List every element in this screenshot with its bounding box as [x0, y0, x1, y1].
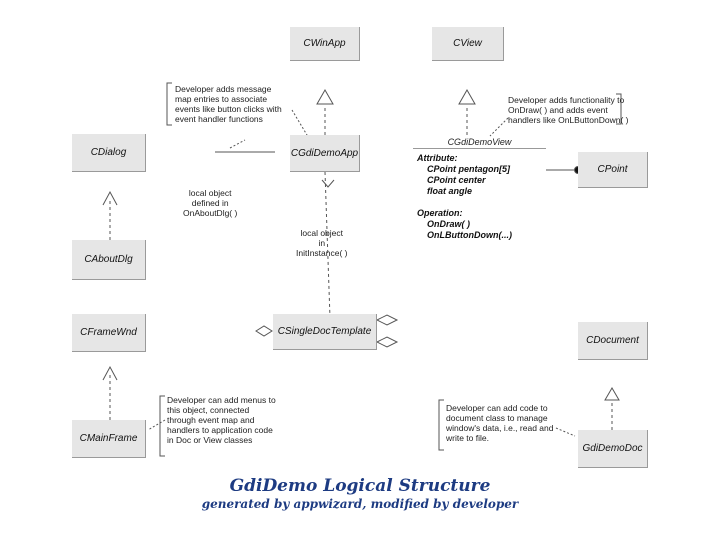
dialog-app-line-2: [229, 139, 246, 149]
note-local-about: local object defined in OnAboutDlg( ): [183, 188, 238, 218]
attribute-item: float angle: [427, 186, 473, 196]
view-class-body: Attribute: CPoint pentagon[5] CPoint cen…: [417, 153, 512, 241]
inherit-arrow-about: [102, 190, 118, 206]
class-caboutdlg: CAboutDlg: [72, 240, 146, 280]
note-message-map: Developer adds message map entries to as…: [175, 84, 282, 124]
note-link-doc: [555, 427, 576, 437]
class-cgdidemoapp: CGdiDemoApp: [290, 135, 360, 172]
note-link-menus: [147, 419, 166, 431]
attribute-item: CPoint center: [427, 175, 486, 185]
attribute-header: Attribute:: [417, 153, 458, 163]
note-bracket-view: [616, 93, 622, 125]
operation-header: Operation:: [417, 208, 463, 218]
operation-item: OnDraw( ): [427, 219, 471, 229]
inherit-arrow-view: [458, 88, 476, 105]
inherit-arrow-app: [316, 88, 334, 105]
operation-item: OnLButtonDown(...): [427, 230, 512, 240]
diagram-subtitle: generated by appwizard, modified by deve…: [201, 497, 519, 511]
diagram-title: GdiDemo Logical Structure: [229, 476, 491, 496]
attribute-item: CPoint pentagon[5]: [427, 164, 510, 174]
class-cdialog: CDialog: [72, 134, 146, 172]
note-bracket-doc: [438, 399, 444, 451]
class-cframewnd: CFrameWnd: [72, 314, 146, 352]
view-class-separator: [413, 148, 546, 149]
class-cmainframe: CMainFrame: [72, 420, 146, 458]
note-menus: Developer can add menus to this object, …: [167, 395, 276, 445]
note-local-init: local object in InitInstance( ): [296, 228, 348, 258]
note-bracket-menus: [159, 395, 165, 457]
note-document: Developer can add code to document class…: [446, 403, 554, 443]
class-csingledoctemplate: CSingleDocTemplate: [273, 314, 377, 350]
aggregation-diamond-right-2: [375, 336, 399, 348]
app-template-line: [324, 171, 331, 319]
inherit-arrow-doc: [604, 387, 620, 401]
app-local-arrow: [321, 179, 335, 188]
class-cdocument: CDocument: [578, 322, 648, 360]
aggregation-diamond-left: [255, 325, 273, 337]
class-cpoint: CPoint: [578, 152, 648, 188]
note-link-view: [489, 117, 509, 137]
aggregation-diamond-right-1: [375, 314, 399, 326]
inherit-arrow-mainframe: [102, 365, 118, 381]
class-cview: CView: [432, 27, 504, 61]
note-bracket-message-map: [166, 82, 172, 126]
class-gdidemodoc: GdiDemoDoc: [578, 430, 648, 468]
class-cgdidemoview: CGdiDemoView Attribute: CPoint pentagon[…: [413, 135, 546, 245]
class-cwinapp: CWinApp: [290, 27, 360, 61]
view-class-name: CGdiDemoView: [447, 137, 512, 147]
note-view-functionality: Developer adds functionality to OnDraw( …: [508, 95, 629, 125]
